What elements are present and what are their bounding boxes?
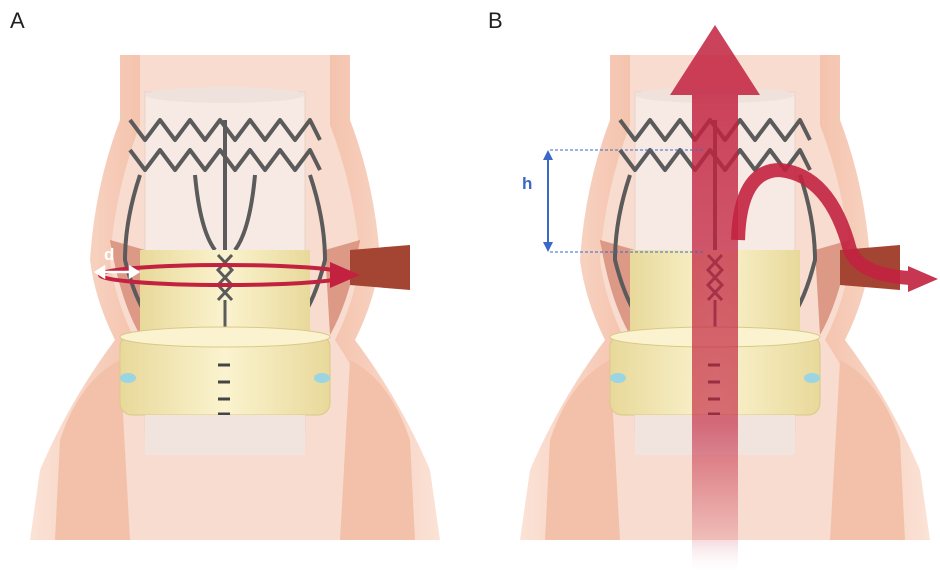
measure-label-d: d [104, 245, 114, 265]
marker-right [314, 373, 330, 383]
marker-left [120, 373, 136, 383]
panel-a: A [0, 0, 470, 573]
valve-illustration-b [470, 0, 940, 573]
panel-b: B [470, 0, 940, 573]
valve-illustration-a [0, 0, 470, 573]
marker-left [610, 373, 626, 383]
coronary-branch [350, 245, 410, 290]
marker-right [804, 373, 820, 383]
measure-label-h: h [522, 174, 532, 194]
